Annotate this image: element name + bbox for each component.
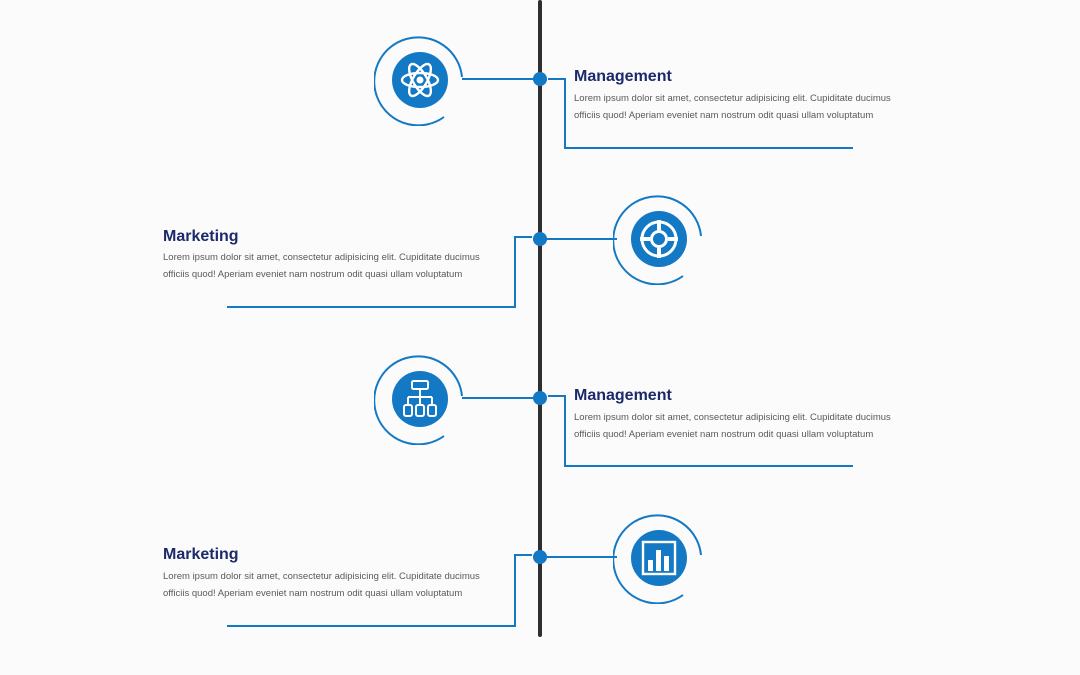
timeline-spine	[538, 0, 542, 637]
timeline-node-1	[533, 72, 547, 86]
timeline-node-4	[533, 550, 547, 564]
org-chart-icon	[374, 353, 466, 445]
connector-4	[227, 550, 617, 627]
bar-chart-icon	[613, 512, 705, 604]
timeline-node-2	[533, 232, 547, 246]
timeline-node-3	[533, 391, 547, 405]
lifebuoy-icon	[613, 193, 705, 285]
timeline-item-2-title: Marketing	[163, 228, 239, 245]
timeline-item-1-text: Lorem ipsum dolor sit amet, consectetur …	[574, 93, 891, 121]
timeline-item-4-text: Lorem ipsum dolor sit amet, consectetur …	[163, 571, 480, 599]
timeline-item-2-text: Lorem ipsum dolor sit amet, consectetur …	[163, 252, 480, 280]
timeline-item-3-title: Management	[574, 387, 672, 404]
timeline-item-3-text: Lorem ipsum dolor sit amet, consectetur …	[574, 412, 891, 440]
timeline-item-1-title: Management	[574, 68, 672, 85]
connector-1	[462, 72, 853, 149]
atom-icon	[374, 34, 466, 126]
connector-2	[227, 232, 617, 308]
timeline-item-4-title: Marketing	[163, 546, 239, 563]
connector-3	[462, 391, 853, 467]
